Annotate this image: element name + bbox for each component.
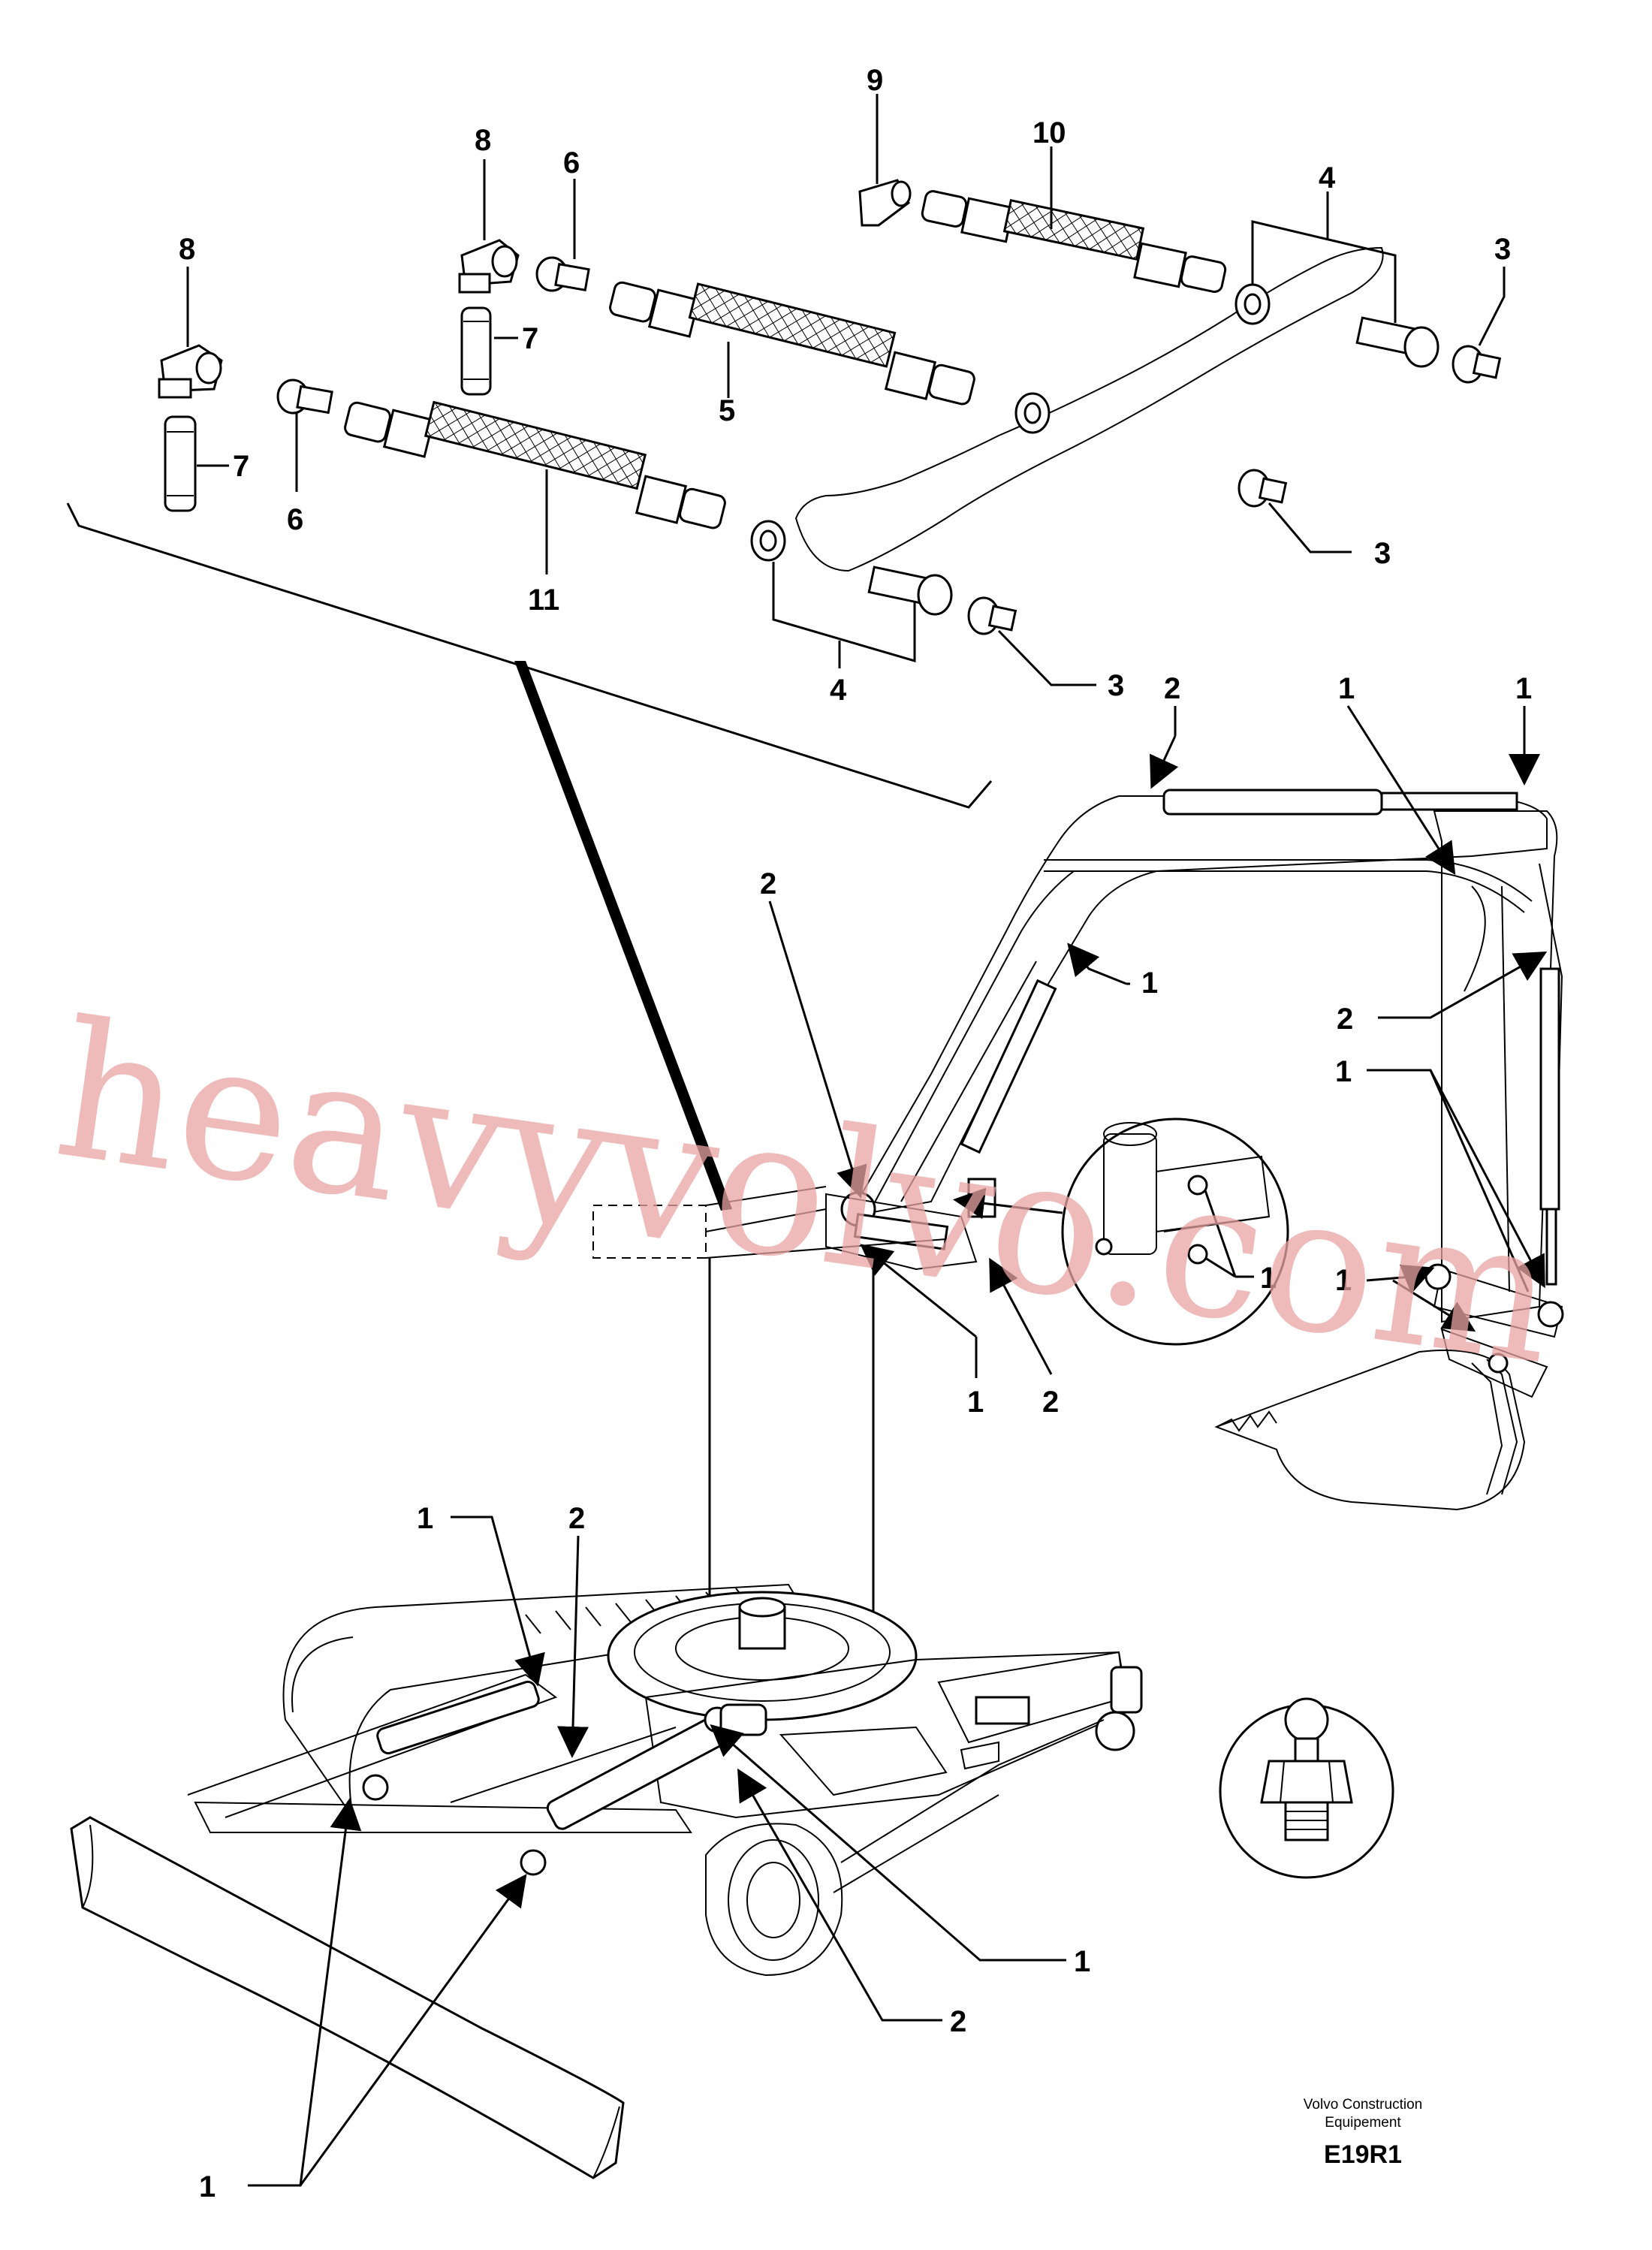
label-7-top: 7 — [522, 322, 538, 355]
undercarriage-assembly — [70, 1583, 1143, 2179]
label-3-bottom: 3 — [1108, 669, 1124, 702]
label-boom-2-top: 2 — [1164, 672, 1180, 705]
detail-inset-circle: 1 — [953, 1117, 1289, 1346]
exploded-parts-group: 9 10 4 3 — [66, 64, 1511, 809]
label-boom-1-top: 1 — [1338, 672, 1355, 705]
label-4-top: 4 — [1319, 161, 1336, 195]
label-boom-2-left: 2 — [760, 867, 776, 900]
label-7-left: 7 — [233, 450, 249, 483]
hose-11 — [344, 400, 726, 529]
label-9: 9 — [867, 64, 883, 97]
label-4-bottom: 4 — [830, 674, 847, 707]
label-under-2-top: 2 — [568, 1502, 585, 1535]
elbow-fitting-8-top — [458, 239, 520, 294]
grease-nipple-3-top — [1452, 345, 1502, 384]
label-under-1-right: 1 — [1074, 1945, 1090, 1978]
label-boom-2-right: 2 — [1337, 1003, 1353, 1036]
label-11: 11 — [528, 584, 559, 617]
grease-nipple-detail — [1219, 1697, 1394, 1879]
elbow-fitting-8-left — [158, 344, 223, 399]
undercarriage-labels: 1 2 1 2 1 — [199, 1502, 1090, 2203]
label-boom-1-mid: 1 — [1141, 967, 1158, 1000]
label-arm-1: 1 — [1335, 1055, 1352, 1088]
caption-company: Volvo Construction — [1304, 2097, 1422, 2113]
inset-pointer — [514, 661, 732, 1211]
adapter-6-left — [276, 379, 333, 415]
grease-nipple-3-mid — [1237, 469, 1288, 508]
boom-arm-assembly — [592, 789, 1564, 1656]
label-3-top: 3 — [1494, 233, 1511, 266]
hose-10 — [921, 190, 1227, 294]
nipple-7-left — [164, 415, 197, 512]
label-inset-1: 1 — [1260, 1262, 1277, 1295]
bolt-4-bottom — [867, 566, 953, 616]
label-8-left: 8 — [179, 233, 195, 266]
nipple-7-top — [460, 306, 492, 396]
figure-code: E19R1 — [1324, 2140, 1402, 2169]
adapter-6-top — [535, 256, 590, 292]
nut-near-5 — [1014, 392, 1051, 434]
boom-labels: 2 1 1 1 2 2 1 1 1 2 — [760, 672, 1548, 1419]
inset-frame-line — [66, 502, 993, 809]
grease-nipple-3-bottom — [967, 596, 1017, 635]
label-8-top: 8 — [475, 124, 491, 157]
elbow-fitting-9 — [858, 179, 912, 227]
label-swing-1: 1 — [967, 1386, 984, 1419]
bolt-4-top — [1355, 316, 1439, 368]
label-under-2-right: 2 — [950, 2005, 966, 2038]
watermark: heavyvolvo.com — [45, 980, 1568, 1406]
label-boom-1-right: 1 — [1515, 672, 1532, 705]
label-swing-2: 2 — [1042, 1386, 1059, 1419]
label-link-1: 1 — [1335, 1264, 1352, 1297]
label-under-1-bottom: 1 — [199, 2170, 216, 2203]
label-6-left: 6 — [287, 503, 303, 536]
hose-5 — [609, 281, 975, 406]
label-6-top: 6 — [563, 146, 580, 179]
label-3-mid: 3 — [1374, 537, 1391, 570]
caption-subtitle: Equipement — [1325, 2115, 1401, 2131]
label-5: 5 — [719, 394, 735, 427]
mounting-plate — [794, 246, 1384, 572]
label-under-1-top: 1 — [417, 1502, 433, 1535]
nut-4-bottom — [750, 520, 786, 562]
nut-4-top — [1234, 283, 1271, 325]
label-10: 10 — [1032, 116, 1066, 149]
